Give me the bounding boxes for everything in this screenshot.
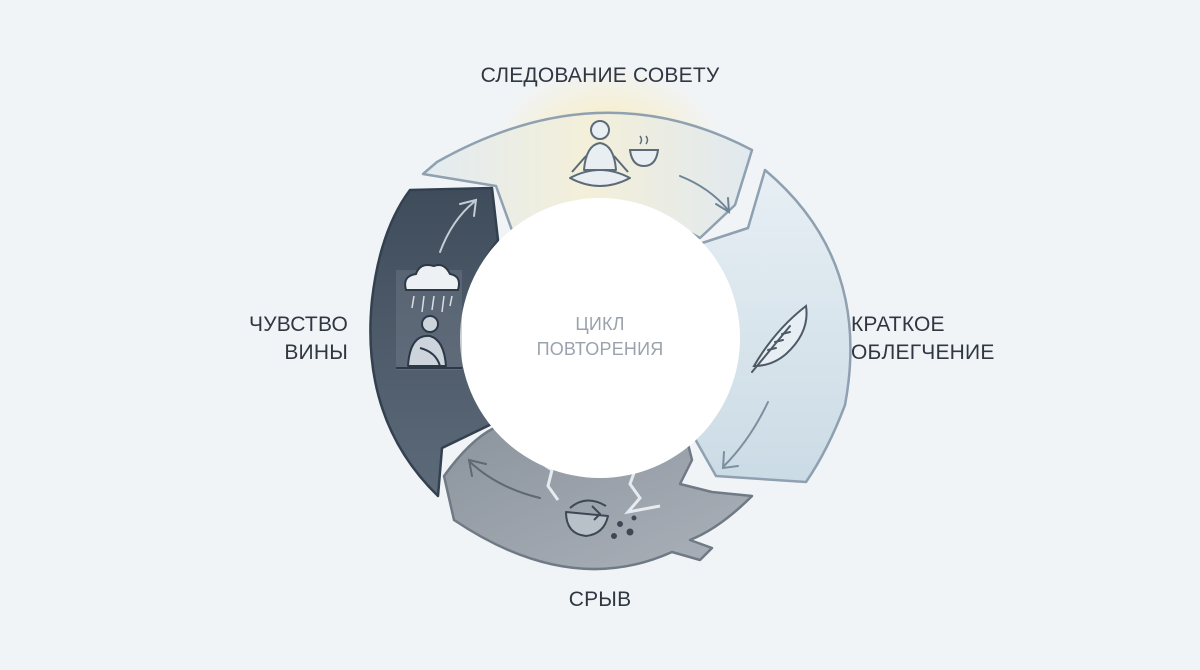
arrow-icon — [467, 458, 541, 499]
arrow-icon — [721, 401, 769, 470]
feather-icon — [751, 304, 808, 373]
label-advice-line1: СЛЕДОВАНИЕ СОВЕТУ — [480, 64, 720, 87]
arrow-icon — [439, 198, 478, 253]
crack-right — [624, 461, 661, 515]
label-relief: КРАТКОЕ ОБЛЕГЧЕНИЕ — [851, 311, 995, 367]
label-relief-line2: ОБЛЕГЧЕНИЕ — [851, 341, 995, 364]
center-label-line2: ПОВТОРЕНИЯ — [536, 339, 664, 359]
arrow-icon — [679, 175, 731, 214]
label-advice: СЛЕДОВАНИЕ СОВЕТУ — [0, 62, 1200, 90]
meditation-icon — [569, 120, 631, 187]
label-guilt-line1: ЧУВСТВО — [249, 313, 348, 336]
sitting-figure-icon — [396, 315, 462, 369]
center-label-line1: ЦИКЛ — [575, 314, 625, 334]
label-guilt-line2: ВИНЫ — [284, 341, 348, 364]
label-breakdown: СРЫВ — [0, 586, 1200, 614]
broken-bowl-icon — [565, 499, 637, 539]
center-label: ЦИКЛ ПОВТОРЕНИЯ — [500, 312, 700, 362]
label-guilt: ЧУВСТВО ВИНЫ — [200, 311, 348, 367]
bowl-icon — [628, 135, 660, 168]
label-breakdown-line1: СРЫВ — [568, 588, 632, 611]
center-circle — [460, 198, 740, 478]
label-relief-line1: КРАТКОЕ — [851, 313, 945, 336]
